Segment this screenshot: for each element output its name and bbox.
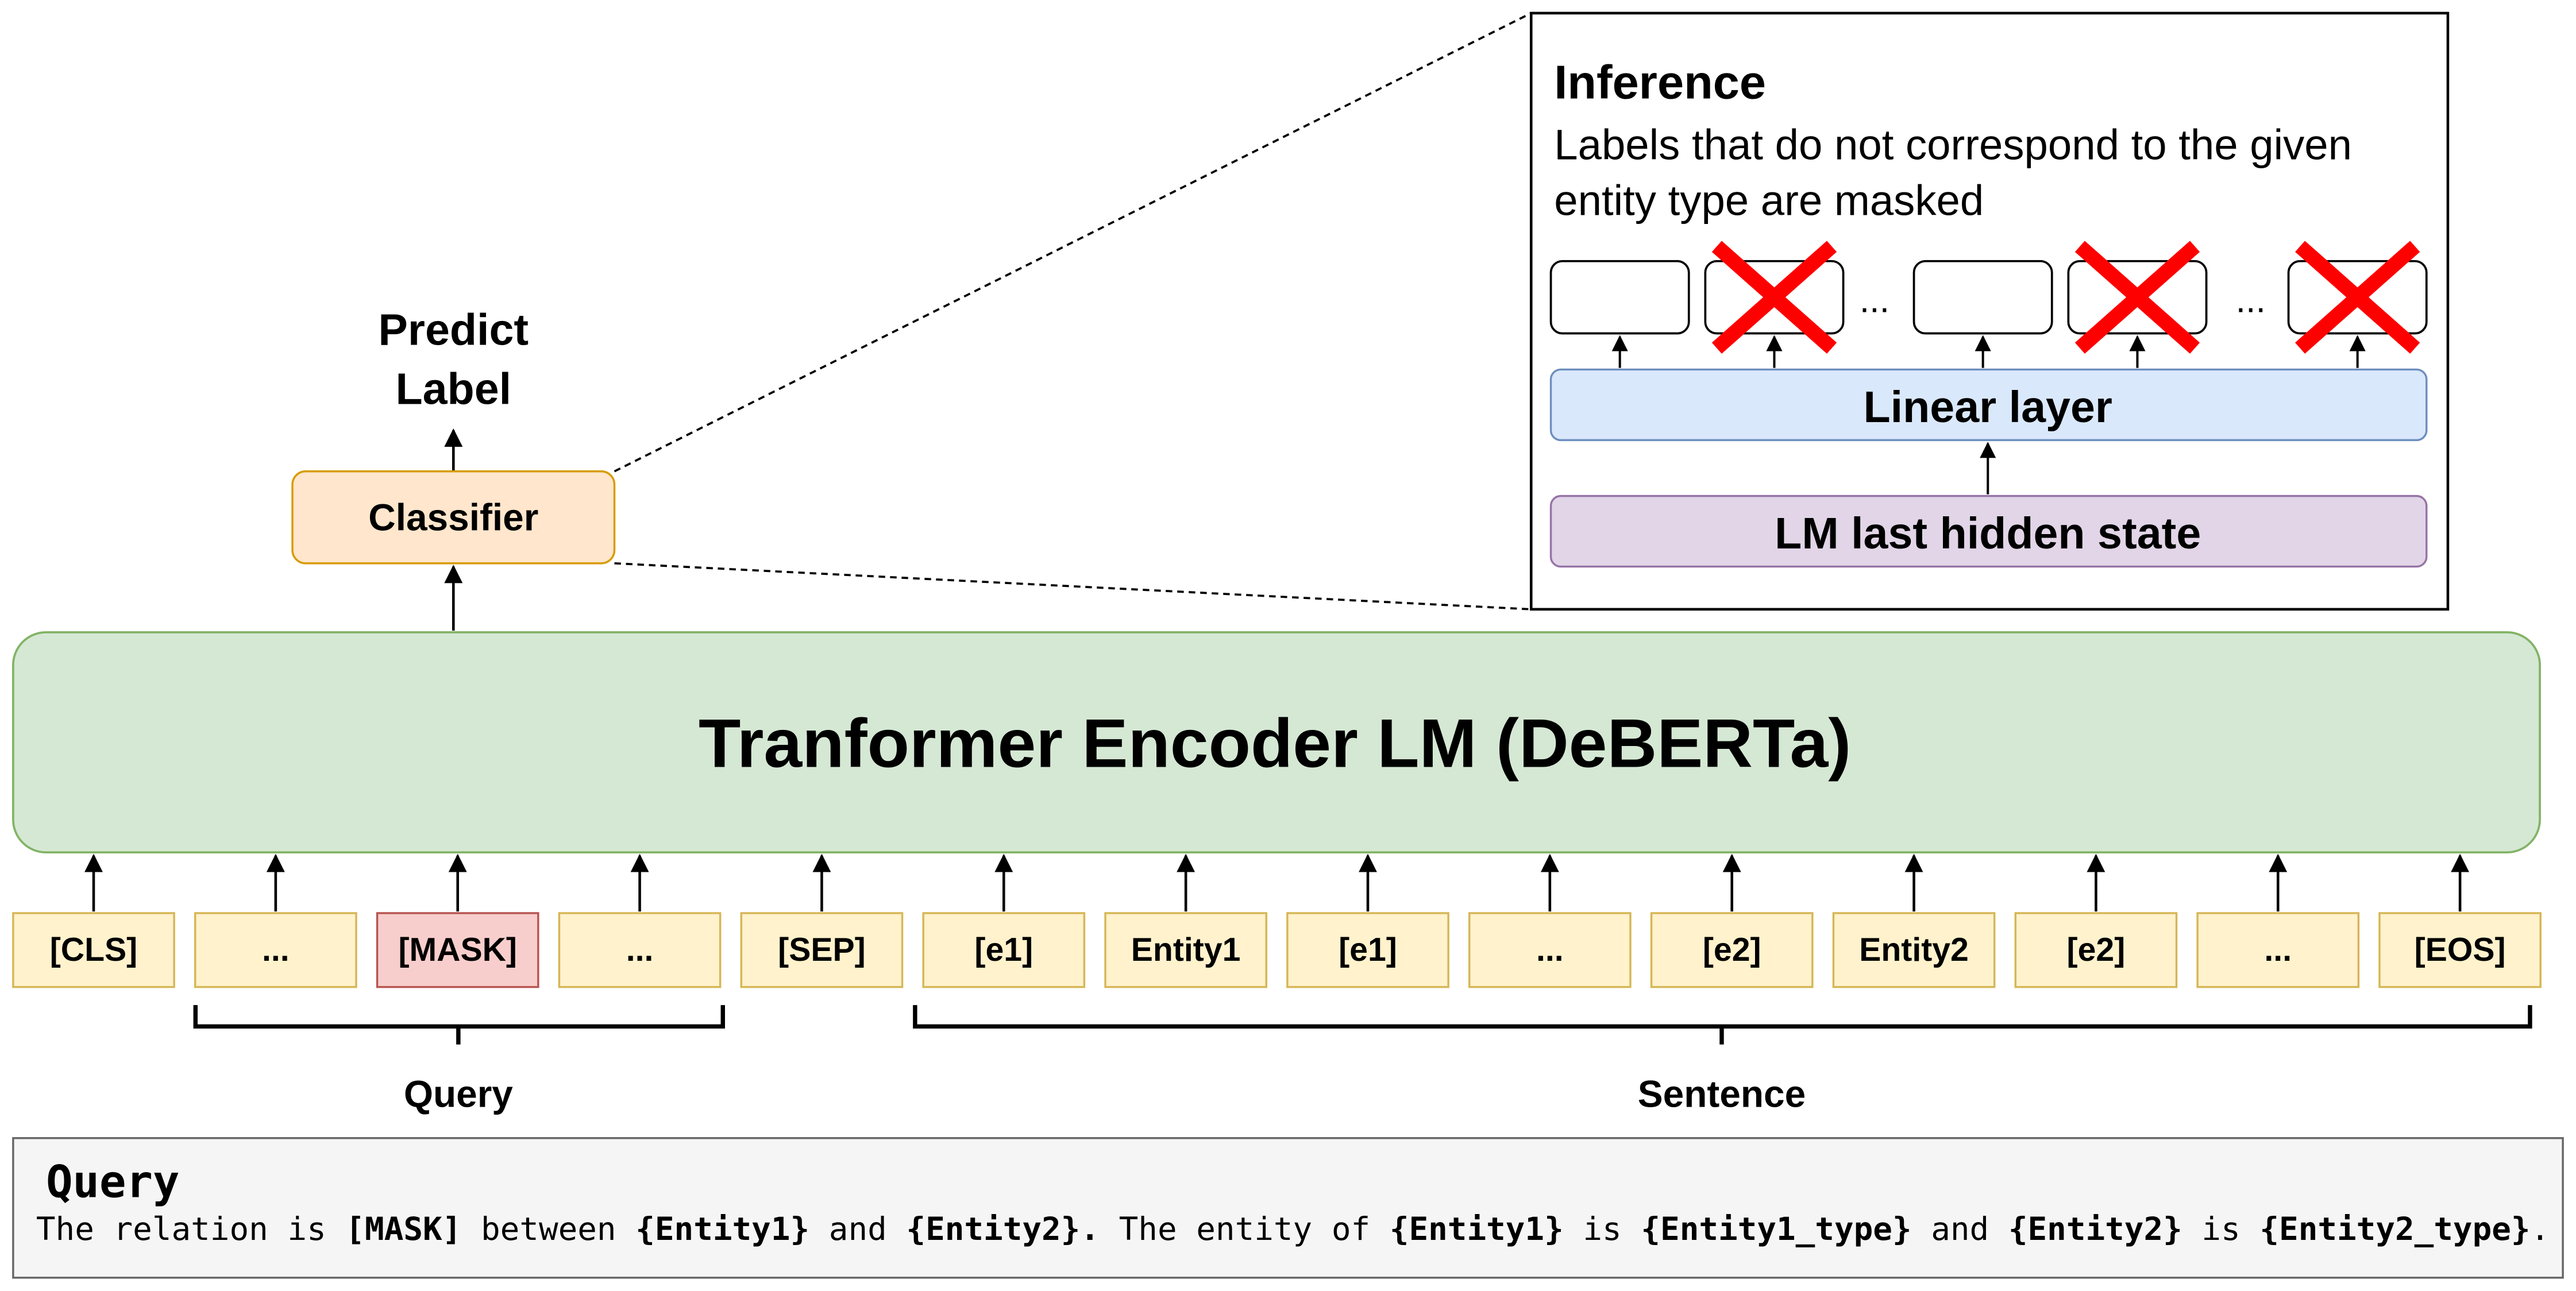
token-box [558, 912, 722, 988]
masked-cross-icon [2074, 241, 2200, 354]
token-label: [MASK] [398, 931, 516, 968]
query-text-part: {Entity1} [1390, 1211, 1564, 1247]
token-label: ... [2264, 931, 2292, 968]
token-label: [e1] [974, 931, 1033, 968]
classifier-label: Classifier [368, 496, 538, 539]
output-ellipsis-2: ... [2236, 280, 2266, 320]
token-box [1104, 912, 1267, 988]
token-row: [CLS]... [MASK]... [SEP] [e1] Entity1 [e1]...… [12, 853, 2542, 988]
token-box [922, 912, 1086, 988]
query-text-part: {Entity2_type} [2259, 1211, 2530, 1247]
mask-token-box [376, 912, 539, 988]
inference-desc-line2: entity type are masked [1554, 177, 1984, 225]
linear-layer-label: Linear layer [1864, 382, 2112, 432]
token-label: Entity1 [1131, 931, 1241, 968]
encoder-box [12, 631, 2541, 854]
token-label: [SEP] [778, 931, 866, 968]
sentence-group-label: Sentence [1638, 1072, 1806, 1115]
token-box [1468, 912, 1632, 988]
token-box [1832, 912, 1996, 988]
hidden-state-box [1549, 494, 2428, 568]
token-box [2196, 912, 2360, 988]
token-label: [CLS] [50, 931, 137, 968]
query-text-part: [MASK] [345, 1211, 461, 1247]
token-label: [e2] [1703, 931, 1761, 968]
query-text-part: is [1564, 1211, 1641, 1247]
linear-layer-box [1549, 368, 2428, 442]
query-text-part: {Entity2}. [906, 1211, 1100, 1247]
token-box [194, 912, 357, 988]
token-box [2378, 912, 2542, 988]
token-box [1650, 912, 1814, 988]
sentence-brace [913, 1005, 2532, 1045]
query-template-box [12, 1137, 2564, 1279]
query-text-part: between [461, 1211, 635, 1247]
classifier-box [291, 470, 616, 565]
zoom-line-top [614, 12, 1532, 473]
token-label: ... [262, 931, 290, 968]
query-text-part: {Entity2} [2008, 1211, 2182, 1247]
token-box [1286, 912, 1449, 988]
predict-label-line2: Label [395, 364, 511, 413]
token-box [740, 912, 904, 988]
token-label: ... [626, 931, 654, 968]
output-ellipsis-1: ... [1860, 280, 1889, 320]
query-text-part: and [1912, 1211, 2008, 1247]
query-text-part: and [809, 1211, 906, 1247]
zoom-line-bottom [614, 562, 1532, 610]
query-text-part: is [2182, 1211, 2260, 1247]
output-label-box [1549, 260, 1690, 335]
query-template-title: Query [46, 1157, 179, 1208]
query-text-part: {Entity1} [635, 1211, 809, 1247]
query-group-label: Query [404, 1072, 513, 1115]
token-label: ... [1536, 931, 1564, 968]
query-text-part: {Entity1_type} [1641, 1211, 1911, 1247]
token-label: [e1] [1339, 931, 1397, 968]
query-text-part: The entity of [1100, 1211, 1390, 1247]
query-text-part: The relation is [36, 1211, 345, 1247]
masked-cross-icon [1711, 241, 1837, 354]
query-text-part: . [2531, 1211, 2550, 1247]
inference-desc-line1: Labels that do not correspond to the giv… [1554, 121, 2352, 168]
query-brace [193, 1005, 725, 1045]
predict-label-line1: Predict [378, 306, 529, 355]
token-label: [EOS] [2415, 931, 2506, 968]
output-label-box [1912, 260, 2053, 335]
inference-title: Inference [1554, 56, 1766, 109]
query-template-text: The relation is [MASK] between {Entity1}… [36, 1211, 2550, 1247]
hidden-state-label: LM last hidden state [1775, 509, 2201, 558]
token-label: [e2] [2067, 931, 2126, 968]
encoder-title: Tranformer Encoder LM (DeBERTa) [699, 705, 1851, 782]
token-box [2014, 912, 2178, 988]
token-label: Entity2 [1859, 931, 1969, 968]
masked-cross-icon [2295, 241, 2420, 354]
token-box [12, 912, 175, 988]
